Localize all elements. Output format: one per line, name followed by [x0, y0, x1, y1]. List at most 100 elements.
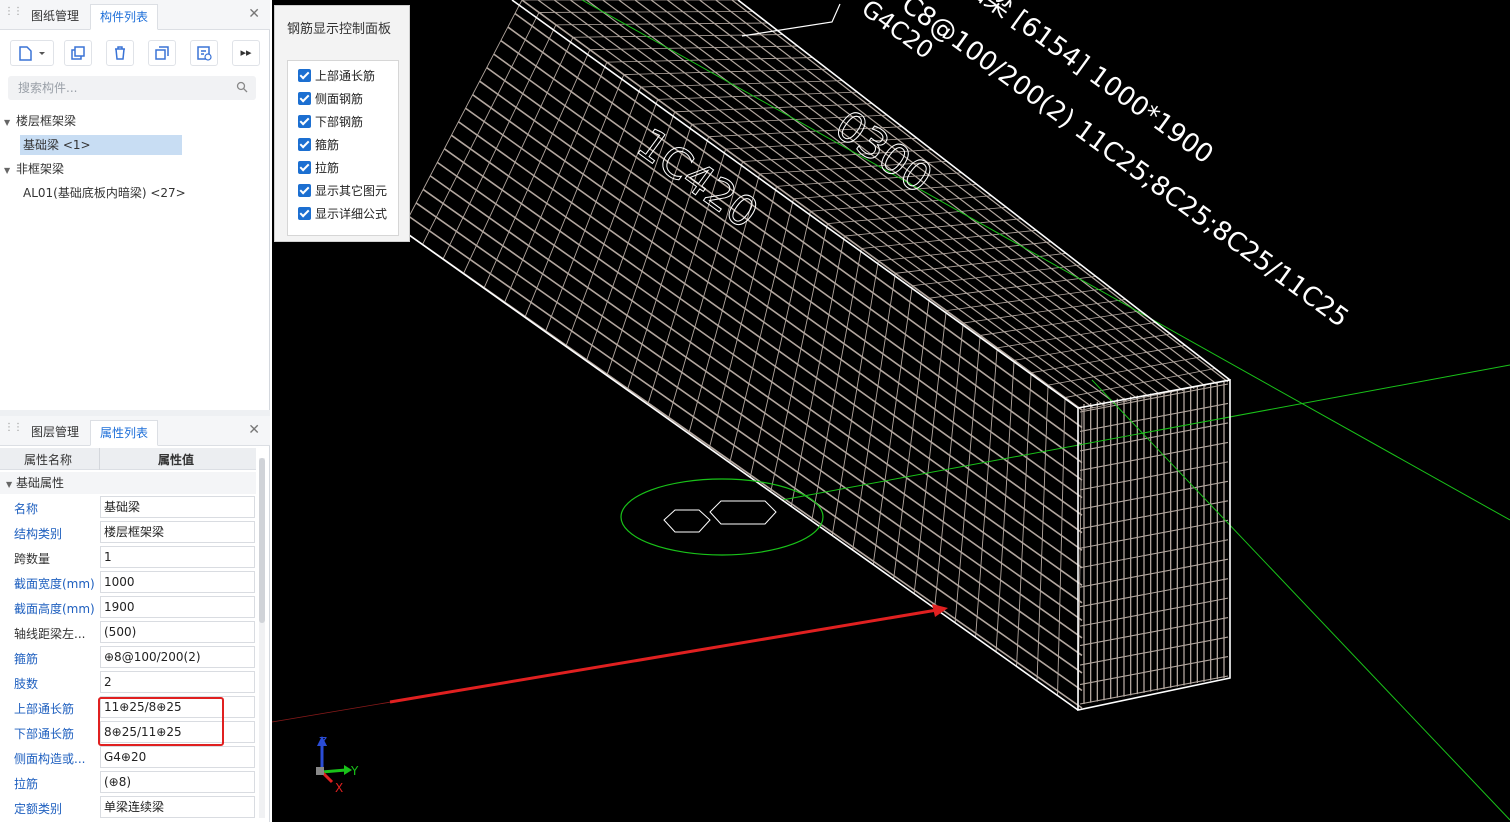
property-value-field[interactable]: 1: [100, 546, 255, 568]
property-value-field[interactable]: 8⊕25/11⊕25: [100, 721, 255, 743]
property-row[interactable]: 截面宽度(mm)1000: [0, 570, 256, 595]
property-value-field[interactable]: 11⊕25/8⊕25: [100, 696, 255, 718]
close-icon[interactable]: ✕: [248, 422, 260, 438]
checkbox-icon[interactable]: [298, 184, 311, 197]
checkbox-option[interactable]: 拉筋: [298, 159, 339, 177]
property-name: 下部通长筋: [14, 727, 75, 741]
drag-grip-icon[interactable]: ⋮⋮: [4, 6, 23, 17]
stirrup-rebar: [422, 12, 540, 245]
stirrup-rebar: [793, 183, 977, 200]
tree-item-foundation-beam[interactable]: 基础梁 <1>: [20, 135, 182, 155]
expand-triangle-icon[interactable]: ▼: [4, 166, 11, 175]
tab-layer-management[interactable]: 图层管理: [31, 425, 80, 439]
property-value-field[interactable]: 2: [100, 671, 255, 693]
property-row[interactable]: 下部通长筋 8⊕25/11⊕25: [0, 720, 256, 745]
longitudinal-rebar: [715, 0, 1218, 385]
checkbox-icon[interactable]: [298, 161, 311, 174]
panel-splitter[interactable]: [0, 410, 270, 416]
end-face-rebar: [1079, 578, 1229, 608]
longitudinal-rebar: [422, 188, 1083, 657]
checkbox-icon[interactable]: [298, 115, 311, 128]
property-value-field[interactable]: 楼层框架梁: [100, 521, 255, 543]
property-row[interactable]: 定额类别单梁连续梁: [0, 795, 256, 820]
copy-icon: [71, 46, 85, 60]
checkbox-option[interactable]: 显示其它图元: [298, 182, 387, 200]
drag-grip-icon[interactable]: ⋮⋮: [4, 422, 23, 433]
property-scrollbar[interactable]: [259, 458, 265, 818]
stirrup-rebar: [872, 285, 913, 565]
checkbox-icon[interactable]: [298, 69, 311, 82]
property-value-field[interactable]: 基础梁: [100, 496, 255, 518]
column-header-value: 属性值: [158, 453, 195, 467]
checkbox-icon[interactable]: [298, 207, 311, 220]
checkbox-option[interactable]: 下部钢筋: [298, 113, 363, 131]
search-input[interactable]: [8, 76, 228, 100]
3d-viewport[interactable]: 础梁 [6154] 1000*1900 C8@100/200(2) 11C25;…: [272, 0, 1510, 822]
property-row[interactable]: 侧面构造或...G4⊕20: [0, 745, 256, 770]
close-icon[interactable]: ✕: [248, 6, 260, 22]
tree-group-floor-frame-beam[interactable]: ▼楼层框架梁: [4, 111, 76, 131]
property-row[interactable]: 箍筋⊕8@100/200(2): [0, 645, 256, 670]
property-value-field[interactable]: (⊕8): [100, 771, 255, 793]
property-value-field[interactable]: 单梁连续梁: [100, 796, 255, 818]
tree-group-non-frame-beam[interactable]: ▼非框架梁: [4, 159, 64, 179]
green-axis-line: [781, 364, 1510, 501]
green-axis-line: [1091, 379, 1510, 821]
checkbox-label: 拉筋: [315, 161, 340, 175]
rebar-cage: [401, 0, 1231, 711]
trash-icon: [115, 46, 125, 60]
property-value-field[interactable]: 1000: [100, 571, 255, 593]
property-row[interactable]: 拉筋(⊕8): [0, 770, 256, 795]
tab-drawing-management[interactable]: 图纸管理: [31, 9, 80, 23]
collapse-triangle-icon[interactable]: ▼: [6, 480, 13, 489]
checkbox-icon[interactable]: [298, 92, 311, 105]
copy-button[interactable]: [64, 40, 92, 66]
property-value-field[interactable]: ⊕8@100/200(2): [100, 646, 255, 668]
stirrup-rebar: [1016, 372, 1032, 667]
left-panel: ⋮⋮ 图纸管理 构件列表 ✕ ▸▸ ▼楼层框架梁 基础梁 <1> ▼非框架梁 A…: [0, 0, 270, 822]
property-group[interactable]: ▼ 基础属性: [0, 472, 256, 494]
import-button[interactable]: [190, 40, 218, 66]
checkbox-icon[interactable]: [298, 138, 311, 151]
checkbox-option[interactable]: 显示详细公式: [298, 205, 387, 223]
property-row[interactable]: 结构类别楼层框架梁: [0, 520, 256, 545]
checkbox-option[interactable]: 箍筋: [298, 136, 339, 154]
new-component-button[interactable]: [10, 40, 54, 66]
axis-label-z: Z: [319, 735, 327, 749]
property-value-field[interactable]: G4⊕20: [100, 746, 255, 768]
property-row[interactable]: 名称基础梁: [0, 495, 256, 520]
copy-to-floor-button[interactable]: [148, 40, 176, 66]
longitudinal-rebar: [493, 53, 1083, 481]
stirrup-rebar: [742, 149, 932, 162]
expand-triangle-icon[interactable]: ▼: [4, 118, 11, 127]
scrollbar-thumb[interactable]: [259, 458, 265, 623]
tab-component-list[interactable]: 构件列表: [90, 4, 159, 30]
property-row[interactable]: 截面高度(mm)1900: [0, 595, 256, 620]
tree-item-al01[interactable]: AL01(基础底板内暗梁) <27>: [23, 186, 186, 200]
property-value-field[interactable]: 1900: [100, 596, 255, 618]
hexagon-shape: [663, 509, 711, 533]
property-table-header: 属性名称 属性值: [0, 448, 256, 470]
property-row[interactable]: 轴线距梁左...(500): [0, 620, 256, 645]
tab-property-list[interactable]: 属性列表: [90, 420, 159, 446]
end-face-rebar: [1079, 441, 1229, 471]
stirrup-rebar: [749, 211, 811, 478]
more-icon[interactable]: ▸▸: [232, 40, 260, 66]
property-value-field[interactable]: (500): [100, 621, 255, 643]
delete-button[interactable]: [106, 40, 134, 66]
stirrup-rebar: [893, 298, 930, 580]
checkbox-option[interactable]: 侧面钢筋: [298, 90, 363, 108]
property-row[interactable]: 跨数量 1: [0, 545, 256, 570]
rebar-3d-view: 础梁 [6154] 1000*1900 C8@100/200(2) 11C25;…: [272, 0, 1510, 821]
checkbox-option[interactable]: 上部通长筋: [298, 67, 375, 85]
stirrup-rebar: [946, 287, 1111, 312]
search-icon[interactable]: [236, 81, 248, 93]
stirrup-rebar: [729, 198, 794, 463]
rebar-display-control-panel: 钢筋显示控制面板 上部通长筋侧面钢筋下部钢筋箍筋拉筋显示其它图元显示详细公式: [274, 5, 410, 242]
longitudinal-rebar: [667, 0, 1184, 392]
property-name: 跨数量: [14, 552, 51, 566]
hexagon-shape: [709, 500, 777, 525]
stirrup-rebar: [640, 80, 843, 88]
